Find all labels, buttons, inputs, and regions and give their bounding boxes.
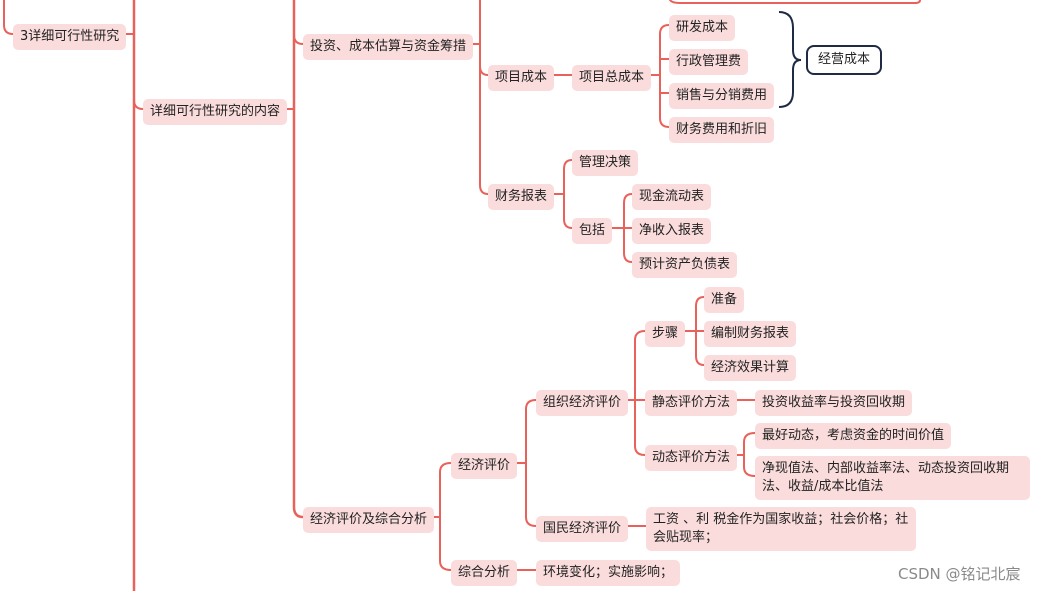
connector-econ-eval bbox=[439, 462, 452, 473]
connector-top-partial bbox=[669, 0, 921, 4]
connector-dynamic-list bbox=[743, 466, 756, 477]
branch-invest bbox=[479, 0, 489, 195]
connector-rd bbox=[659, 24, 670, 35]
node-admin-fee[interactable]: 行政管理费 bbox=[669, 49, 749, 75]
node-operating-cost[interactable]: 经营成本 bbox=[806, 45, 883, 75]
brace-icon bbox=[778, 11, 802, 108]
trunk-line-2 bbox=[292, 0, 305, 519]
node-econ-eval[interactable]: 经济评价 bbox=[451, 453, 518, 479]
connector-mgmt bbox=[563, 159, 573, 170]
connector-balance bbox=[623, 252, 633, 263]
node-comprehensive[interactable]: 综合分析 bbox=[451, 560, 518, 586]
node-cashflow[interactable]: 现金流动表 bbox=[632, 184, 712, 210]
node-include[interactable]: 包括 bbox=[572, 218, 613, 244]
node-study3[interactable]: 3详细可行性研究 bbox=[13, 24, 127, 50]
node-finance-dep[interactable]: 财务费用和折旧 bbox=[669, 117, 775, 143]
node-org-eval[interactable]: 组织经济评价 bbox=[536, 390, 629, 416]
node-comprehensive-detail[interactable]: 环境变化；实施影响； bbox=[536, 560, 681, 586]
watermark: CSDN @铭记北宸 bbox=[898, 565, 1021, 583]
node-dynamic-best[interactable]: 最好动态，考虑资金的时间价值 bbox=[755, 423, 952, 449]
node-net-income[interactable]: 净收入报表 bbox=[632, 218, 712, 244]
connector-dynamic-best bbox=[743, 432, 756, 443]
node-dynamic-list[interactable]: 净现值法、内部收益率法、动态投资回收期法、收益/成本比值法 bbox=[755, 456, 1030, 500]
node-mgmt-decision[interactable]: 管理决策 bbox=[572, 150, 639, 176]
connector-study3 bbox=[3, 0, 14, 35]
node-project-cost[interactable]: 项目成本 bbox=[488, 65, 555, 91]
connector-cashflow bbox=[623, 193, 633, 204]
node-content[interactable]: 详细可行性研究的内容 bbox=[143, 99, 288, 125]
node-national-detail[interactable]: 工资 、利 税金作为国家收益；社会价格；社会贴现率； bbox=[646, 507, 916, 551]
connector-project-cost bbox=[479, 65, 489, 76]
node-steps[interactable]: 步骤 bbox=[645, 321, 686, 347]
node-rd-cost[interactable]: 研发成本 bbox=[669, 15, 736, 41]
connector-invest bbox=[293, 34, 304, 45]
connector-steps bbox=[634, 330, 646, 341]
node-econ-eval-analysis[interactable]: 经济评价及综合分析 bbox=[303, 507, 435, 533]
connector-national bbox=[525, 516, 537, 527]
connector-prepare bbox=[695, 296, 705, 307]
node-prepare-reports[interactable]: 编制财务报表 bbox=[704, 321, 797, 347]
connector-comprehensive bbox=[439, 560, 452, 571]
connector-finance bbox=[659, 117, 670, 128]
node-static-method[interactable]: 静态评价方法 bbox=[645, 390, 738, 416]
node-national-eval[interactable]: 国民经济评价 bbox=[536, 516, 629, 542]
connector-org-eval bbox=[525, 399, 537, 410]
node-prepare[interactable]: 准备 bbox=[704, 287, 745, 313]
connector-dynamic bbox=[634, 445, 646, 456]
node-balance-sheet[interactable]: 预计资产负债表 bbox=[632, 252, 738, 278]
node-total-cost[interactable]: 项目总成本 bbox=[572, 65, 652, 91]
node-invest[interactable]: 投资、成本估算与资金筹措 bbox=[303, 34, 474, 60]
node-static-detail[interactable]: 投资收益率与投资回收期 bbox=[755, 390, 913, 416]
node-dynamic-method[interactable]: 动态评价方法 bbox=[645, 445, 738, 471]
node-calc[interactable]: 经济效果计算 bbox=[704, 355, 797, 381]
node-fin-report[interactable]: 财务报表 bbox=[488, 184, 555, 210]
node-sales-cost[interactable]: 销售与分销费用 bbox=[669, 83, 775, 109]
connector-calc bbox=[695, 355, 705, 366]
connector-content bbox=[133, 99, 144, 110]
connector-include bbox=[563, 218, 573, 229]
